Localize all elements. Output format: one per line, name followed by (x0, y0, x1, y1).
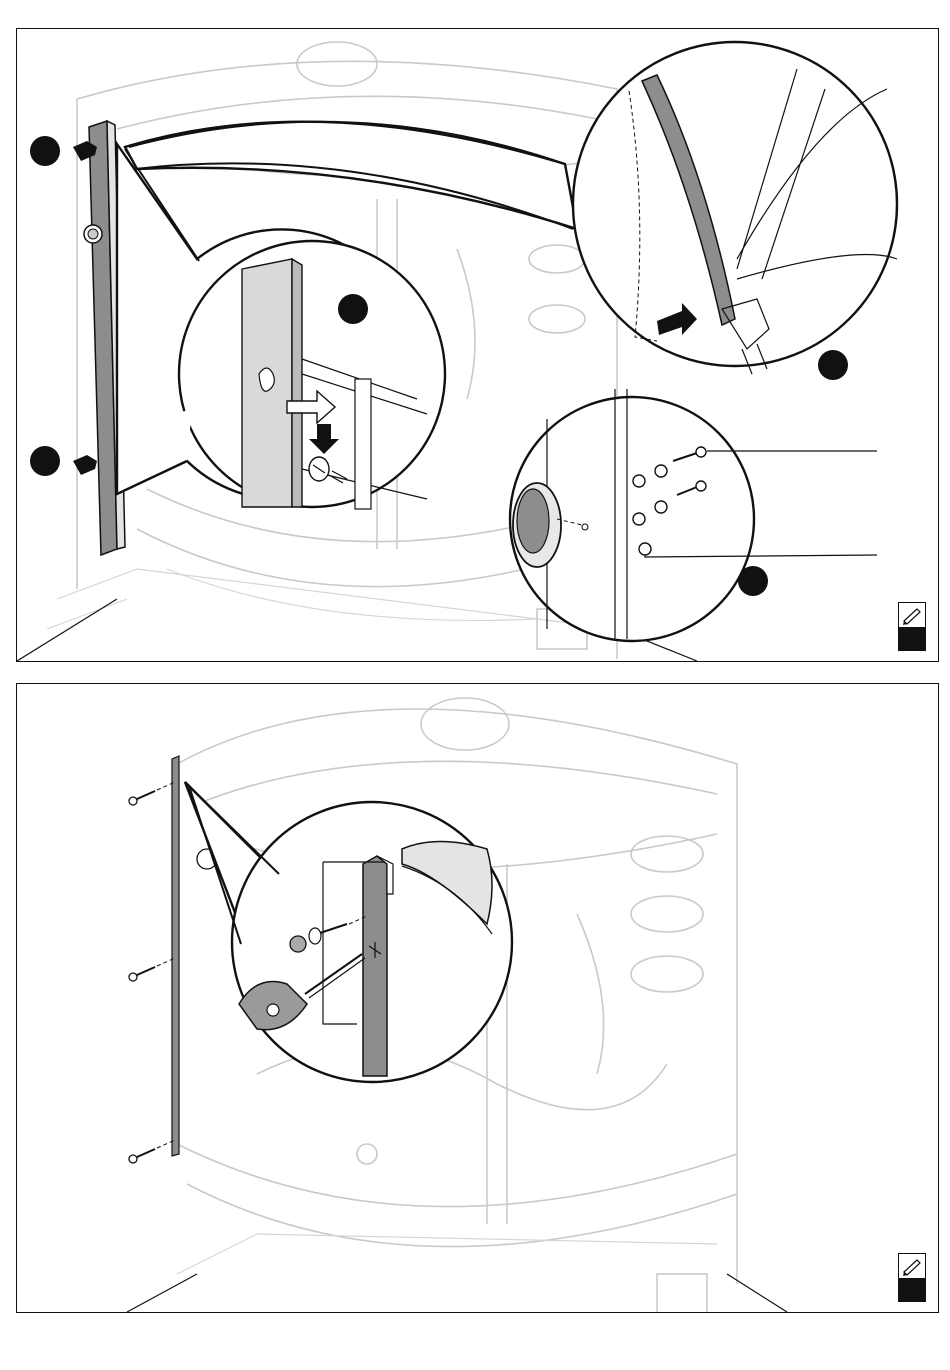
step-marker-1 (30, 136, 60, 166)
step-marker-5 (738, 566, 768, 596)
pencil-icon (898, 602, 926, 628)
bottom-panel (16, 683, 939, 1313)
description-icon-block (898, 1253, 926, 1303)
note-block (898, 627, 926, 651)
wall-screw-bottom (129, 1140, 175, 1163)
wall-screw-top (129, 782, 175, 805)
step-marker-3 (338, 294, 368, 324)
bottom-panel-drawing (17, 684, 938, 1312)
step-marker-4 (818, 350, 848, 380)
pencil-icon (898, 1253, 926, 1279)
detail-callout-screws (510, 389, 877, 641)
detail-callout-drilling (185, 782, 512, 1082)
description-icon-block (898, 602, 926, 652)
step-marker-2 (30, 446, 60, 476)
note-block (898, 1278, 926, 1302)
top-panel-drawing (17, 29, 938, 661)
detail-callout-keyhole (117, 144, 445, 509)
wall-screw-middle (129, 958, 175, 981)
top-panel (16, 28, 939, 662)
